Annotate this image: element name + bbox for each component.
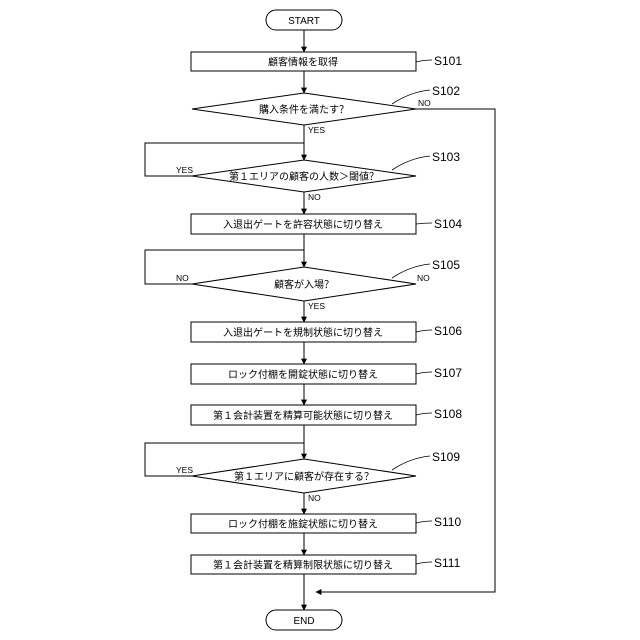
decision-s109-text: 第１エリアに顧客が存在する？ — [234, 470, 374, 483]
step-label-s108: S108 — [434, 407, 462, 421]
decision-s103-no: NO — [308, 192, 321, 202]
decision-s103-text: 第１エリアの顧客の人数＞閾値？ — [229, 170, 379, 183]
decision-s102-no: NO — [418, 98, 431, 108]
process-s106-text: 入退出ゲートを規制状態に切り替え — [223, 326, 383, 339]
step-label-s111: S111 — [434, 556, 461, 570]
decision-s103-yes: YES — [176, 165, 193, 175]
decision-s109-yes: YES — [176, 465, 193, 475]
process-s107-text: ロック付棚を開錠状態に切り替え — [228, 368, 378, 381]
decision-s102-text: 購入条件を満たす？ — [259, 103, 349, 116]
end-text: END — [293, 616, 314, 627]
process-s108-text: 第１会計装置を精算可能状態に切り替え — [213, 409, 393, 422]
process-s104-text: 入退出ゲートを許容状態に切り替え — [223, 218, 383, 231]
decision-s102-yes: YES — [308, 125, 325, 135]
decision-s105-yes: YES — [308, 301, 325, 311]
step-label-s102: S102 — [432, 84, 460, 98]
step-label-s106: S106 — [434, 324, 462, 338]
step-label-s103: S103 — [432, 150, 460, 164]
start-text: START — [288, 16, 320, 27]
step-label-s101: S101 — [434, 54, 462, 68]
decision-s105-no-right: NO — [417, 273, 430, 283]
step-label-s105: S105 — [432, 258, 460, 272]
process-s101-text: 顧客情報を取得 — [268, 56, 338, 69]
step-label-s109: S109 — [432, 450, 460, 464]
process-s110-text: ロック付棚を施錠状態に切り替え — [228, 518, 378, 531]
step-label-s107: S107 — [434, 366, 462, 380]
step-label-s104: S104 — [434, 217, 462, 231]
step-label-s110: S110 — [434, 515, 461, 529]
decision-s105-no-left: NO — [176, 273, 189, 283]
decision-s105-text: 顧客が入場？ — [274, 278, 334, 291]
process-s111-text: 第１会計装置を精算制限状態に切り替え — [213, 559, 393, 572]
decision-s109-no: NO — [308, 493, 321, 503]
